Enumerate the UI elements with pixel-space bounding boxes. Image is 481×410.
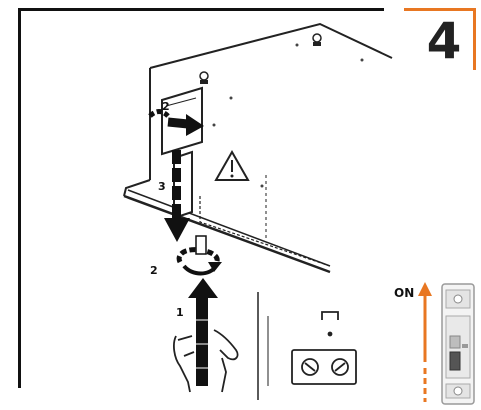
- frame-left-line: [18, 8, 21, 388]
- small-dots: [212, 43, 364, 188]
- circuit-breaker-icon: [441, 283, 475, 405]
- step-number: 4: [426, 12, 462, 70]
- label-step-one: 1: [176, 306, 184, 319]
- on-label: ON: [394, 286, 415, 300]
- warning-icon: [214, 149, 250, 181]
- step-badge-right-border: [473, 8, 476, 70]
- label-step-three: 3: [158, 180, 166, 193]
- step-badge-top-border: [404, 8, 476, 11]
- label-step-two: 2: [162, 100, 170, 113]
- top-screw-icon: [199, 33, 322, 84]
- on-arrow-icon: [418, 282, 432, 402]
- rotate-arrow-icon: [176, 235, 222, 276]
- up-arrow-icon: [188, 278, 218, 386]
- label-step-two-lower: 2: [150, 264, 158, 277]
- step-badge: 4: [404, 8, 476, 70]
- slide-arrow-icon: [148, 109, 204, 136]
- hand-icon: [173, 329, 239, 393]
- terminal-block: [291, 311, 357, 385]
- appliance-body: [123, 22, 393, 274]
- down-arrow-icon: [164, 150, 190, 242]
- frame-top-line: [18, 8, 384, 11]
